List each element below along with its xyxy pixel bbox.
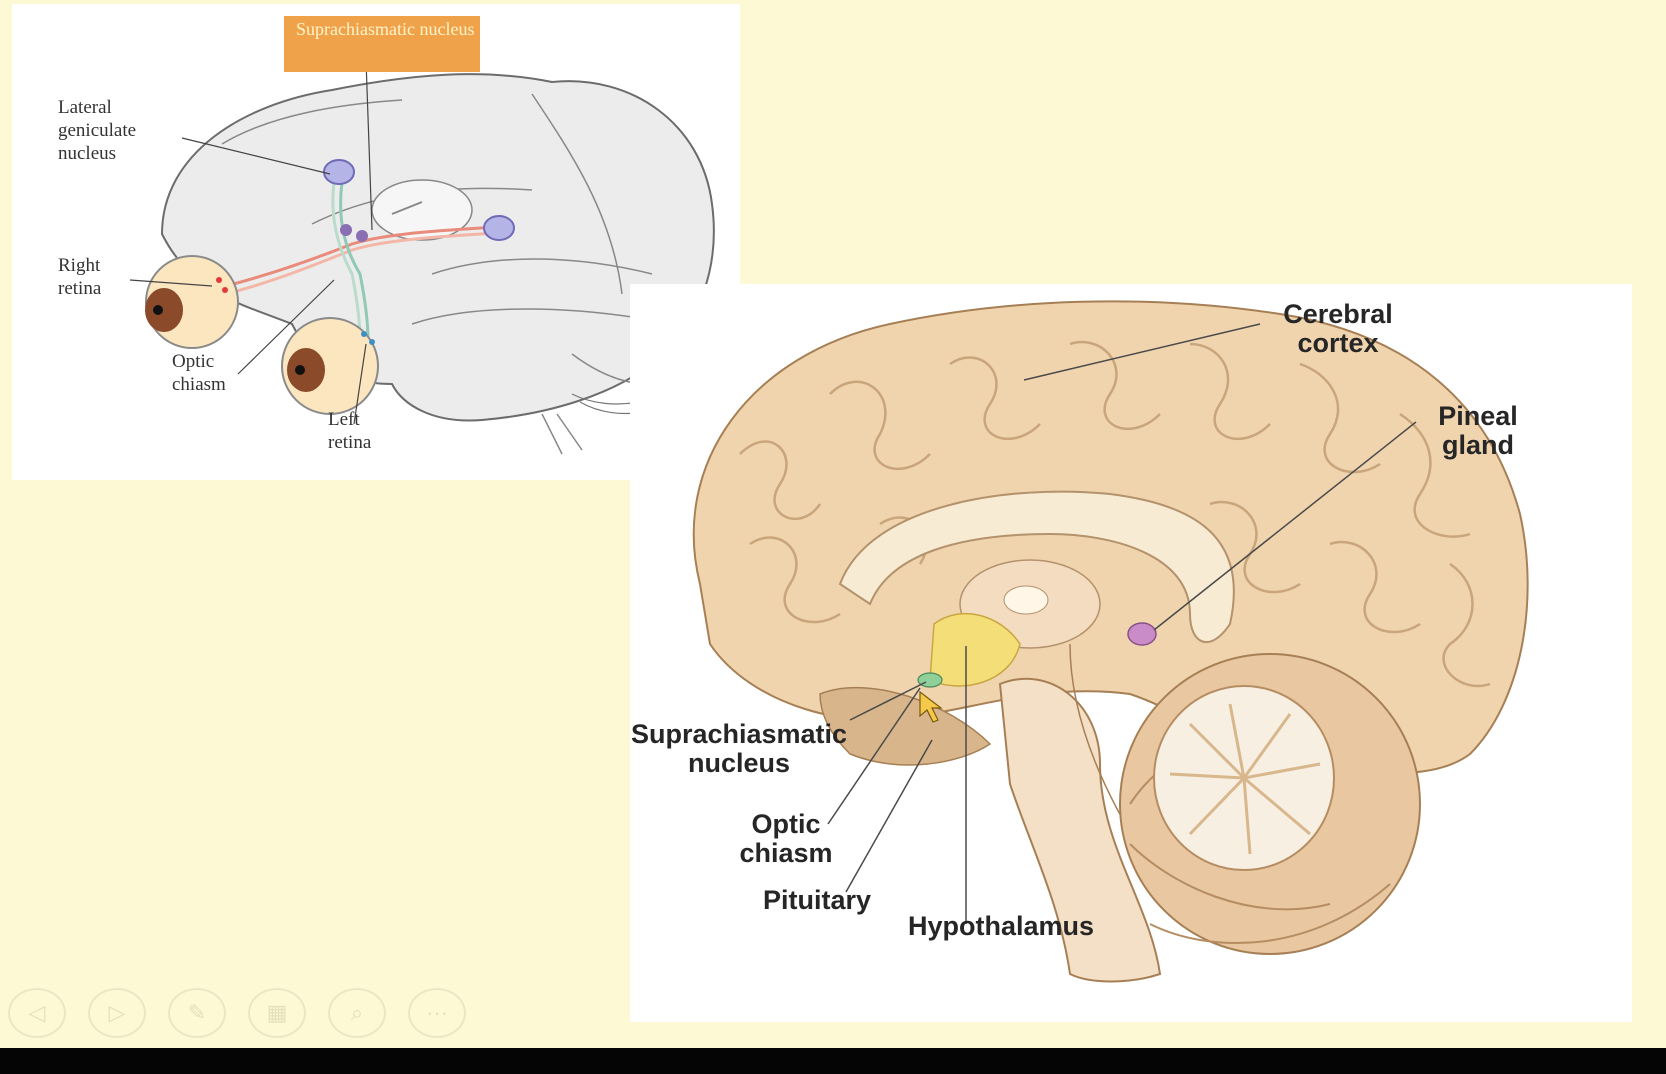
previous-slide-glyph: ◁ bbox=[28, 1000, 46, 1025]
suprachiasmatic-nucleus-label: Suprachiasmatic nucleus bbox=[630, 719, 848, 778]
suprachiasmatic-highlight-label: Suprachiasmatic nucleus bbox=[284, 16, 480, 72]
next-slide-icon[interactable]: ▷ bbox=[88, 988, 146, 1038]
pineal-gland-label: Pineal gland bbox=[1438, 401, 1518, 460]
brain-sagittal-figure: Cerebral cortex Pineal gland Suprachiasm… bbox=[630, 284, 1632, 1022]
lateral-geniculate-label: Lateral geniculate nucleus bbox=[58, 97, 137, 164]
next-slide-glyph: ▷ bbox=[108, 1000, 126, 1025]
right-retina-label: Right retina bbox=[58, 255, 102, 299]
zoom-icon[interactable]: ⌕ bbox=[328, 988, 386, 1038]
hypothalamus-label: Hypothalamus bbox=[907, 911, 1095, 941]
pituitary-label: Pituitary bbox=[762, 885, 872, 915]
left-retina-label: Left retina bbox=[328, 409, 372, 453]
slide-sorter-glyph: ▦ bbox=[266, 1000, 288, 1025]
bottom-black-bar bbox=[0, 1048, 1666, 1074]
more-options-glyph: ··· bbox=[426, 1000, 448, 1025]
visual-pathway-figure: Suprachiasmatic nucleus Lateral genicula… bbox=[12, 4, 740, 480]
optic-chiasm-label: Optic chiasm bbox=[739, 809, 833, 868]
cerebral-cortex-label: Cerebral cortex bbox=[1283, 299, 1393, 358]
pen-icon[interactable]: ✎ bbox=[168, 988, 226, 1038]
slide-canvas: Suprachiasmatic nucleus Lateral genicula… bbox=[8, 4, 1632, 1038]
more-options-icon[interactable]: ··· bbox=[408, 988, 466, 1038]
zoom-glyph: ⌕ bbox=[350, 1000, 364, 1025]
previous-slide-icon[interactable]: ◁ bbox=[8, 988, 66, 1038]
slide-sorter-icon[interactable]: ▦ bbox=[248, 988, 306, 1038]
pen-glyph: ✎ bbox=[187, 1000, 207, 1025]
brain-sagittal-illustration bbox=[692, 300, 1529, 983]
optic-chiasm-label: Optic chiasm bbox=[172, 351, 226, 395]
